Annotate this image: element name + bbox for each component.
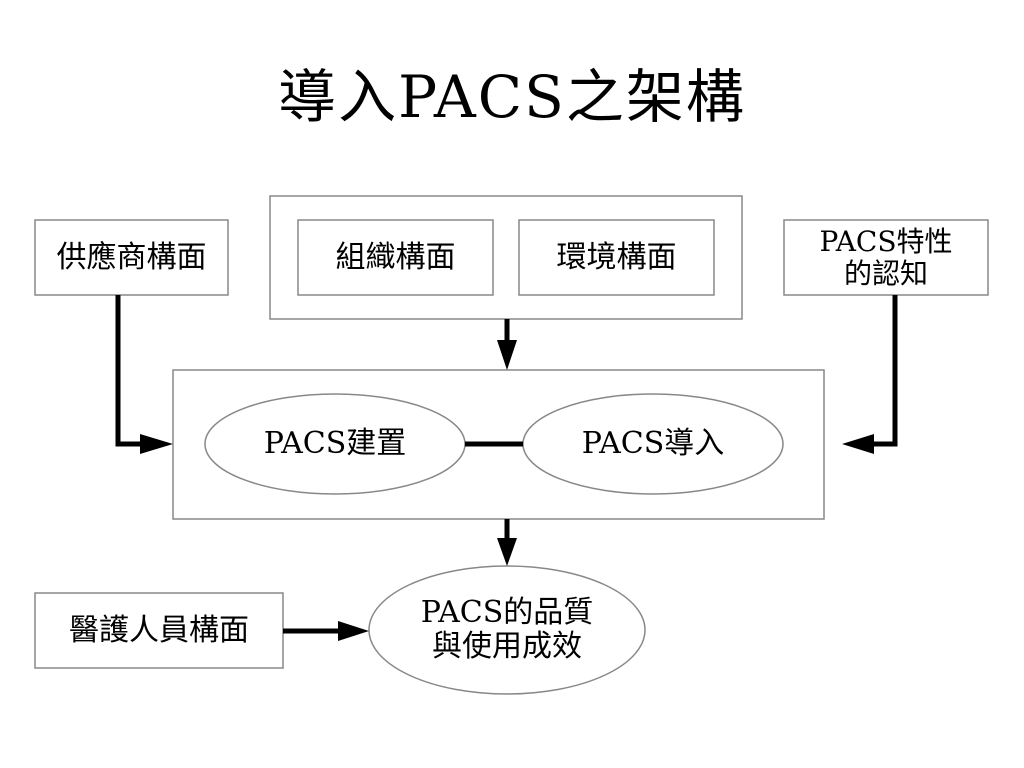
page-title: 導入PACS之架構 [278,63,746,131]
group-arrowhead [497,340,517,370]
vendor-label: 供應商構面 [56,239,207,275]
cognition-arrow-line [872,295,898,447]
build-label: PACS建置 [263,426,407,461]
quality-label-line2: 與使用成效 [432,629,582,664]
cognition-arrowhead [842,434,874,454]
cognition-box [783,219,989,296]
env-label: 環境構面 [556,239,677,275]
vendor-arrow-line [115,295,142,447]
process-arrowhead [497,538,517,566]
quality-label-line1: PACS的品質 [420,595,594,630]
env-box [518,219,715,296]
vendor-arrowhead [140,434,173,454]
cognition-label-line1: PACS特性 [819,224,953,258]
medical-label: 醫護人員構面 [69,612,249,648]
medical-box [34,592,284,669]
vendor-box [34,219,229,296]
org-label: 組織構面 [335,239,456,275]
cognition-label: PACS特性 的認知 [784,220,988,295]
quality-label: PACS的品質 與使用成效 [369,566,645,694]
org-box [297,219,494,296]
cognition-label-line2: 的認知 [843,256,928,290]
medical-arrowhead [338,621,369,641]
adopt-label: PACS導入 [581,426,725,461]
